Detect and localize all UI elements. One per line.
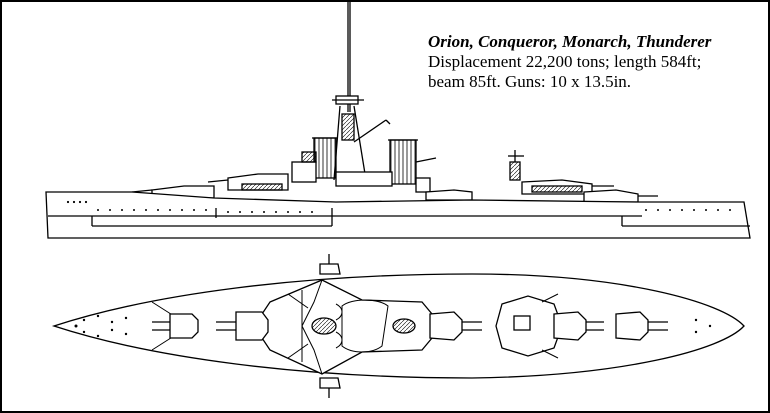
ship-class-names: Orion, Conqueror, Monarch, Thunderer bbox=[428, 32, 712, 51]
ship-specs-line-1: Displacement 22,200 tons; length 584ft; bbox=[428, 52, 702, 71]
plan-turrets bbox=[152, 254, 668, 398]
stern-details bbox=[694, 318, 712, 334]
superstructure bbox=[291, 150, 524, 193]
ship-caption: Orion, Conqueror, Monarch, Thunderer Dis… bbox=[428, 32, 758, 92]
side-profile bbox=[45, 2, 751, 239]
after-turrets bbox=[425, 179, 658, 203]
side-hull bbox=[45, 191, 751, 239]
aft-funnel bbox=[388, 139, 437, 185]
plan-view bbox=[51, 254, 745, 398]
bow-details bbox=[74, 314, 128, 338]
ship-specs-line-2: beam 85ft. Guns: 10 x 13.5in. bbox=[428, 72, 632, 91]
foremast bbox=[332, 2, 391, 181]
boats-and-booms bbox=[287, 290, 343, 362]
